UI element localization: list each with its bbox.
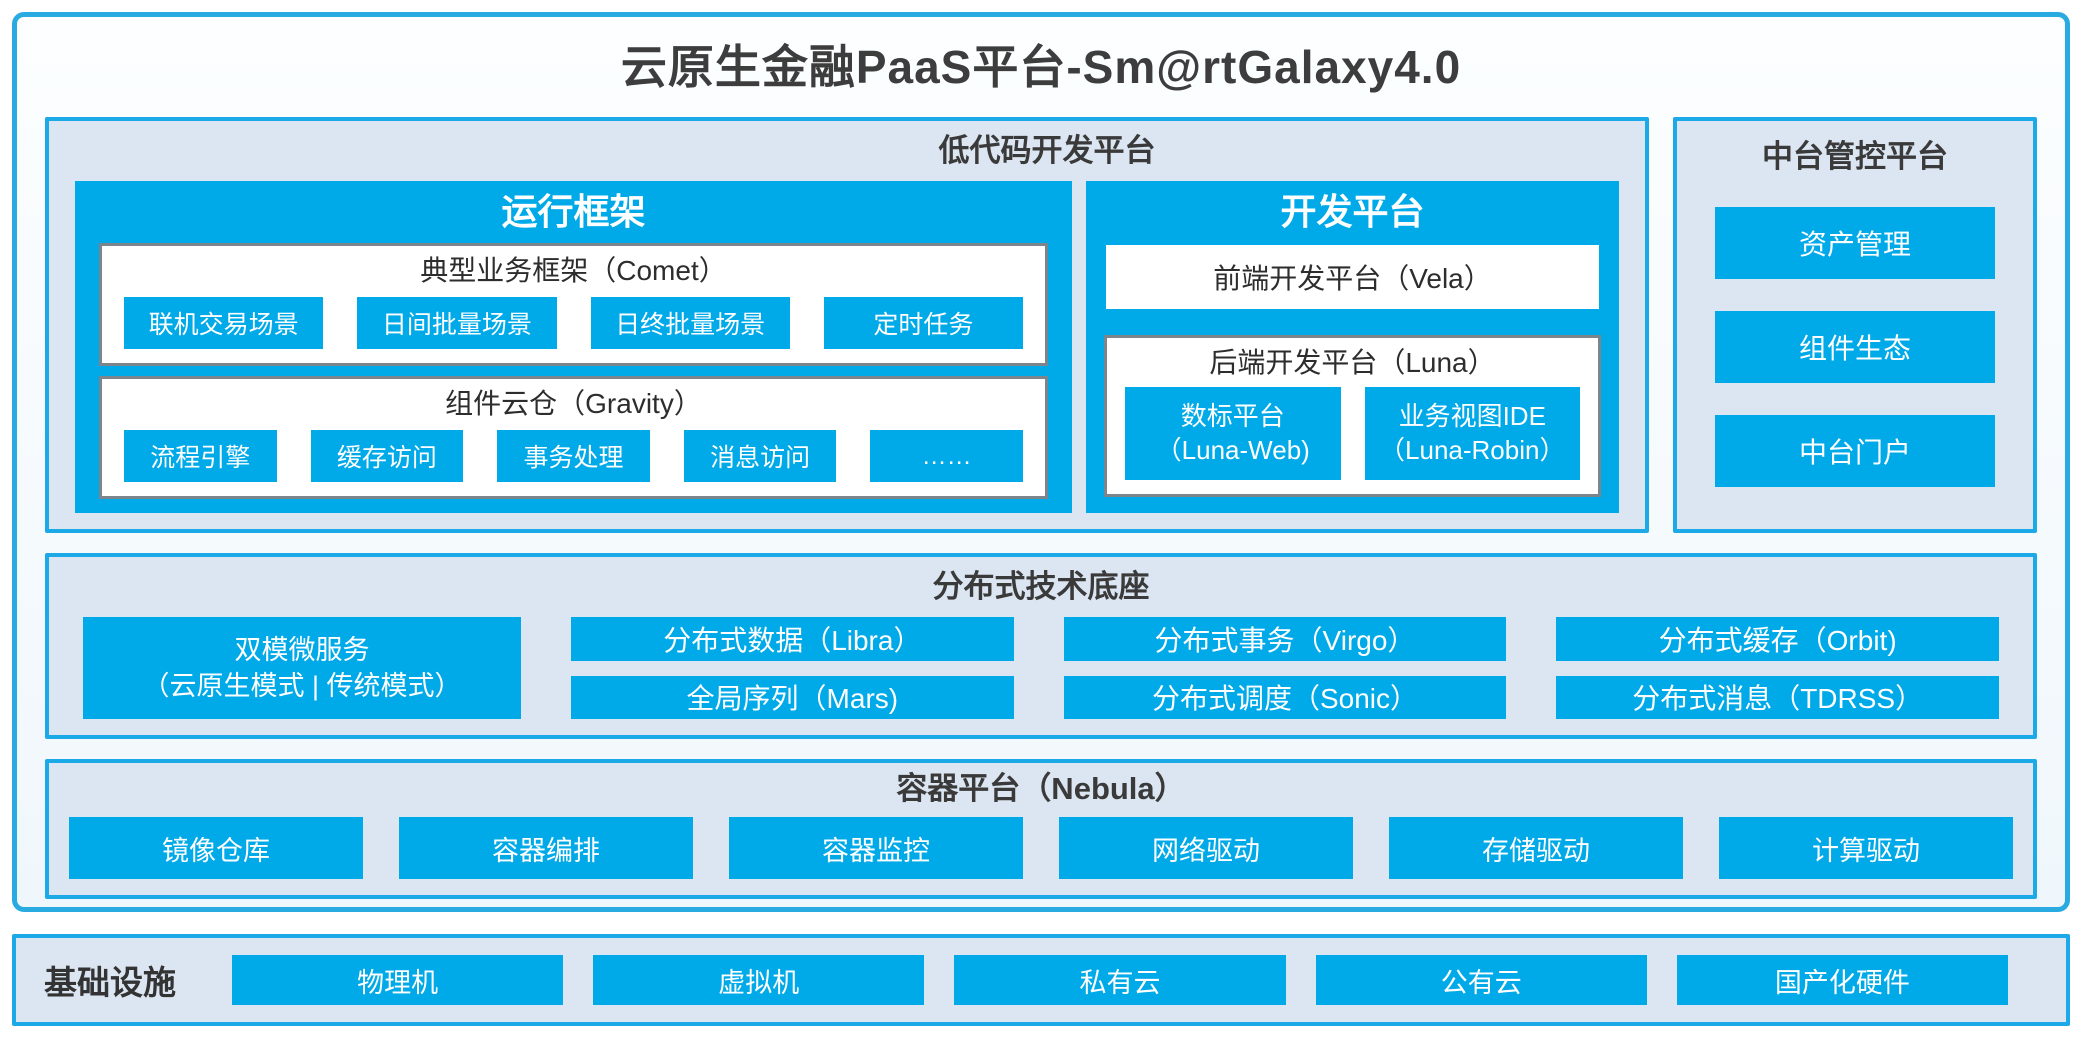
- luna-box-title: 后端开发平台（Luna）: [1209, 347, 1496, 378]
- dev-panel-title: 开发平台: [1280, 191, 1425, 232]
- luna-chip-row: 数标平台 （Luna-Web) 业务视图IDE （Luna-Robin）: [1125, 387, 1580, 480]
- luna-web-chip-line2: （Luna-Web): [1155, 434, 1310, 465]
- mgmt-item-portal: 中台门户: [1715, 415, 1995, 487]
- infra-chip-vm: 虚拟机: [593, 955, 925, 1005]
- gravity-chip-ellipsis: ……: [870, 430, 1023, 482]
- dist-grid: 分布式数据（Libra） 分布式事务（Virgo） 分布式缓存（Orbit) 全…: [571, 617, 1999, 719]
- gravity-chip: 流程引擎: [124, 430, 277, 482]
- dist-cell-virgo: 分布式事务（Virgo）: [1063, 617, 1507, 661]
- infra-chip-private-cloud: 私有云: [954, 955, 1286, 1005]
- mgmt-items: 资产管理 组件生态 中台门户: [1715, 207, 1995, 487]
- gravity-chip: 消息访问: [683, 430, 837, 482]
- nebula-band: 容器平台（Nebula） 镜像仓库 容器编排 容器监控 网络驱动 存储驱动 计算…: [45, 759, 2037, 899]
- mgmt-item-ecosystem: 组件生态: [1715, 311, 1995, 383]
- nebula-band-title: 容器平台（Nebula）: [896, 771, 1186, 806]
- luna-box: 后端开发平台（Luna） 数标平台 （Luna-Web) 业务视图IDE （Lu…: [1104, 335, 1601, 497]
- comet-chip-row: 联机交易场景 日间批量场景 日终批量场景 定时任务: [124, 297, 1023, 349]
- nebula-chip-row: 镜像仓库 容器编排 容器监控 网络驱动 存储驱动 计算驱动: [69, 817, 2013, 879]
- mgmt-band: 中台管控平台 资产管理 组件生态 中台门户: [1673, 117, 2037, 533]
- comet-chip: 日终批量场景: [590, 297, 790, 349]
- comet-chip: 日间批量场景: [357, 297, 557, 349]
- gravity-chip-row: 流程引擎 缓存访问 事务处理 消息访问 ……: [124, 430, 1023, 482]
- luna-robin-chip-line1: 业务视图IDE: [1398, 400, 1546, 431]
- dist-cell-orbit: 分布式缓存（Orbit): [1556, 617, 1999, 661]
- dev-panel: 开发平台 前端开发平台（Vela） 后端开发平台（Luna） 数标平台 （Lun…: [1086, 181, 1619, 513]
- comet-box: 典型业务框架（Comet） 联机交易场景 日间批量场景 日终批量场景 定时任务: [99, 243, 1048, 366]
- nebula-chip-network: 网络驱动: [1059, 817, 1353, 879]
- page-title: 云原生金融PaaS平台-Sm@rtGalaxy4.0: [620, 41, 1462, 93]
- infra-band-title: 基础设施: [44, 964, 176, 1001]
- dual-mode-line2: （云原生模式 | 传统模式）: [142, 671, 462, 701]
- dual-mode-line1: 双模微服务: [234, 634, 370, 665]
- nebula-chip-registry: 镜像仓库: [69, 817, 363, 879]
- infra-chip-domestic-hw: 国产化硬件: [1676, 955, 2009, 1005]
- infra-chip-physical: 物理机: [232, 955, 564, 1005]
- comet-chip: 联机交易场景: [124, 297, 324, 349]
- vela-box: 前端开发平台（Vela）: [1106, 245, 1599, 309]
- runtime-panel-title: 运行框架: [501, 191, 646, 232]
- infra-band: 基础设施 物理机 虚拟机 私有云 公有云 国产化硬件: [12, 934, 2070, 1026]
- gravity-chip: 缓存访问: [310, 430, 464, 482]
- platform-frame: 云原生金融PaaS平台-Sm@rtGalaxy4.0 低代码开发平台 运行框架 …: [12, 12, 2070, 912]
- dist-cell-mars: 全局序列（Mars): [571, 675, 1014, 719]
- nebula-chip-monitoring: 容器监控: [729, 817, 1023, 879]
- infra-chip-public-cloud: 公有云: [1315, 955, 1647, 1005]
- luna-web-chip: 数标平台 （Luna-Web): [1125, 387, 1341, 480]
- luna-web-chip-line1: 数标平台: [1180, 400, 1285, 431]
- nebula-chip-compute: 计算驱动: [1719, 817, 2013, 879]
- dist-band-title: 分布式技术底座: [932, 569, 1150, 604]
- dual-mode-box: 双模微服务 （云原生模式 | 传统模式）: [83, 617, 521, 719]
- top-row: 低代码开发平台 运行框架 典型业务框架（Comet） 联机交易场景 日间批量场景…: [45, 117, 2037, 533]
- comet-chip: 定时任务: [823, 297, 1023, 349]
- dist-cell-libra: 分布式数据（Libra）: [571, 617, 1014, 661]
- gravity-chip: 事务处理: [497, 430, 650, 482]
- luna-robin-chip: 业务视图IDE （Luna-Robin）: [1364, 387, 1580, 480]
- dist-content: 双模微服务 （云原生模式 | 传统模式） 分布式数据（Libra） 分布式事务（…: [83, 617, 1999, 719]
- dist-cell-sonic: 分布式调度（Sonic）: [1063, 675, 1507, 719]
- mgmt-band-title: 中台管控平台: [1762, 139, 1948, 174]
- dist-band: 分布式技术底座 双模微服务 （云原生模式 | 传统模式） 分布式数据（Libra…: [45, 553, 2037, 739]
- lowcode-panels: 运行框架 典型业务框架（Comet） 联机交易场景 日间批量场景 日终批量场景 …: [75, 181, 1619, 513]
- gravity-box: 组件云仓（Gravity） 流程引擎 缓存访问 事务处理 消息访问 ……: [99, 376, 1048, 499]
- luna-robin-chip-line2: （Luna-Robin）: [1379, 434, 1566, 465]
- runtime-panel: 运行框架 典型业务框架（Comet） 联机交易场景 日间批量场景 日终批量场景 …: [75, 181, 1072, 513]
- lowcode-band: 低代码开发平台 运行框架 典型业务框架（Comet） 联机交易场景 日间批量场景…: [45, 117, 1649, 533]
- gravity-box-title: 组件云仓（Gravity）: [445, 388, 702, 419]
- comet-box-title: 典型业务框架（Comet）: [420, 255, 727, 286]
- mgmt-item-asset: 资产管理: [1715, 207, 1995, 279]
- nebula-chip-storage: 存储驱动: [1389, 817, 1683, 879]
- nebula-chip-orchestration: 容器编排: [399, 817, 693, 879]
- lowcode-band-title: 低代码开发平台: [938, 133, 1156, 168]
- dist-cell-tdrss: 分布式消息（TDRSS）: [1556, 675, 1999, 719]
